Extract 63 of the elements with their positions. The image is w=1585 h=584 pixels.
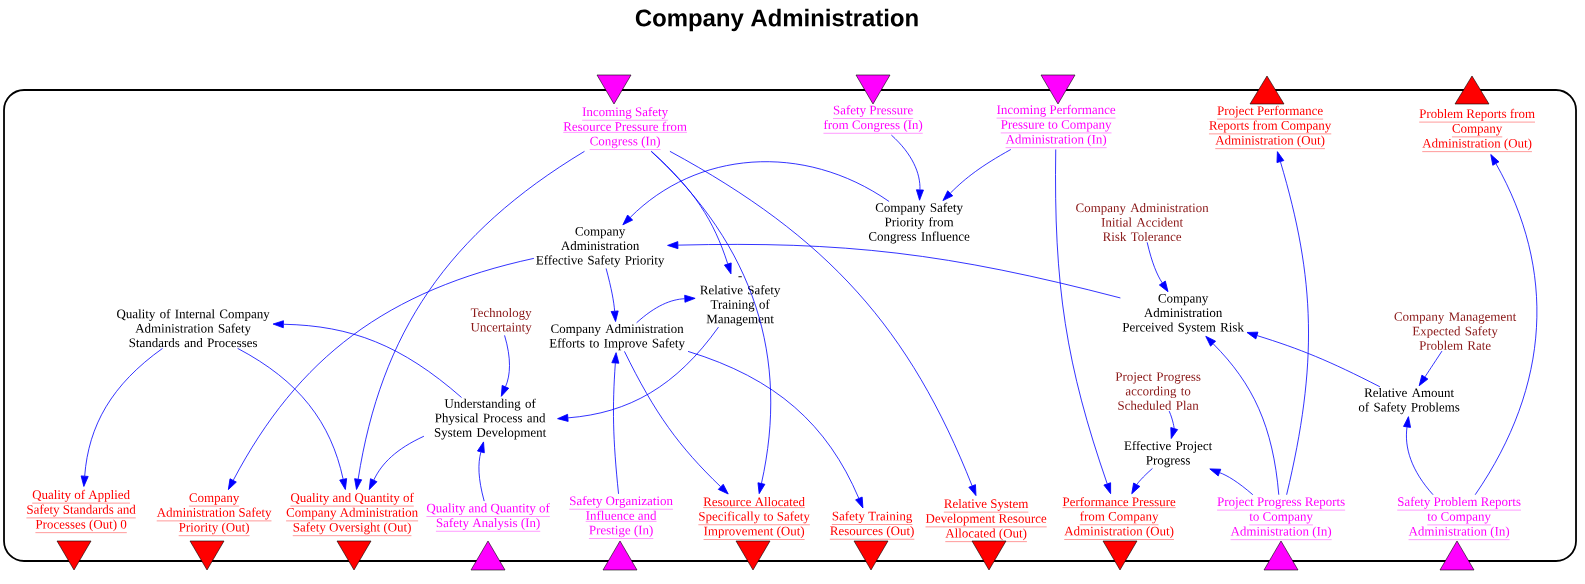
port-label: Safety Pressure from Congress (In) — [823, 105, 923, 134]
port-label: Project Progress Reports to Company Administration (In) — [1216, 497, 1346, 540]
constant-label: Technology Uncertainty — [470, 308, 532, 335]
arrow — [354, 150, 585, 490]
constant-label: Project Progress according to Scheduled Plan — [1115, 372, 1201, 410]
arrow — [1474, 154, 1538, 496]
arrow — [1403, 416, 1434, 496]
module-frame — [3, 89, 1577, 562]
arrow — [667, 241, 1121, 299]
arrow — [1168, 410, 1178, 439]
arrow — [605, 268, 619, 322]
port-label: Safety Problem Reports to Company Administration (In) — [1397, 496, 1522, 540]
variable-label: Relative Amount of Safety Problems — [1358, 388, 1460, 415]
port-label: Resource Allocated Specifically to Safety Improvement (Out) — [698, 497, 811, 540]
variable-label: Company Administration Effective Safety Priority — [536, 226, 665, 268]
arrow — [500, 335, 510, 397]
port-label: Incoming Performance Pressure to Company Administration (In) — [996, 104, 1116, 148]
arrow — [624, 351, 729, 495]
port-label: Safety Organization Influence and Prestige (In) — [569, 495, 674, 539]
variable-label: Understanding of Physical Process and System Development — [434, 398, 547, 440]
arrow — [611, 352, 620, 495]
arrow — [1276, 151, 1309, 496]
arrow — [687, 351, 864, 509]
arrow — [1055, 149, 1112, 495]
port-label: Performance Pressure from Company Administration (Out) — [1062, 496, 1176, 540]
arrow — [650, 150, 771, 495]
arrow — [1146, 241, 1169, 293]
variable-label: Company Administration Efforts to Improve Safety — [549, 324, 685, 351]
arrow — [368, 435, 425, 490]
port-label: Quality and Quantity of Safety Analysis (In) — [426, 503, 550, 532]
port-label: Relative System Development Resource Allocated (Out) — [925, 498, 1047, 542]
constant-label: Company Administration Initial Accident Risk Tolerance — [1076, 203, 1209, 242]
arrow — [1418, 350, 1443, 387]
port-label: Project Performance Reports from Company Administration (Out) — [1208, 105, 1332, 149]
arrow — [237, 347, 348, 490]
arrow — [669, 150, 977, 496]
arrow — [891, 134, 924, 201]
variable-label: - Relative Safety Training of Management — [700, 276, 781, 326]
port-label: Quality of Applied Safety Standards and Processes (Out) 0 — [26, 489, 136, 533]
arrow — [942, 149, 1012, 201]
arrow — [80, 347, 163, 487]
title: Company Administration — [635, 8, 918, 32]
arrow — [477, 441, 485, 502]
arrow — [227, 257, 535, 490]
arrow — [1205, 335, 1280, 496]
constant-label: Company Management Expected Safety Problem Rate — [1394, 312, 1517, 350]
port-label: Problem Reports from Company Administration (Out) — [1419, 108, 1536, 152]
arrow — [651, 150, 732, 275]
variable-label: Effective Project Progress — [1124, 440, 1213, 468]
port-label: Company Administration Safety Priority (Out) — [156, 493, 272, 536]
port-label: Incoming Safety Resource Pressure from Congress (In) — [563, 106, 688, 150]
arrow — [1131, 468, 1153, 495]
arrow — [272, 320, 462, 398]
port-label: Safety Training Resources (Out) — [829, 511, 915, 540]
arrow — [622, 161, 890, 226]
arrow — [557, 326, 719, 422]
arrow — [1246, 331, 1381, 388]
variable-label: Company Administration Perceived System Risk — [1122, 293, 1244, 335]
arrow — [1209, 468, 1254, 496]
variable-label: Company Safety Priority from Congress Influence — [868, 202, 970, 244]
variable-label: Quality of Internal Company Administration Safety Standards and Processes — [117, 309, 270, 348]
port-label: Quality and Quantity of Company Administration Safety Oversight (Out) — [285, 492, 419, 536]
arrow — [636, 294, 696, 324]
